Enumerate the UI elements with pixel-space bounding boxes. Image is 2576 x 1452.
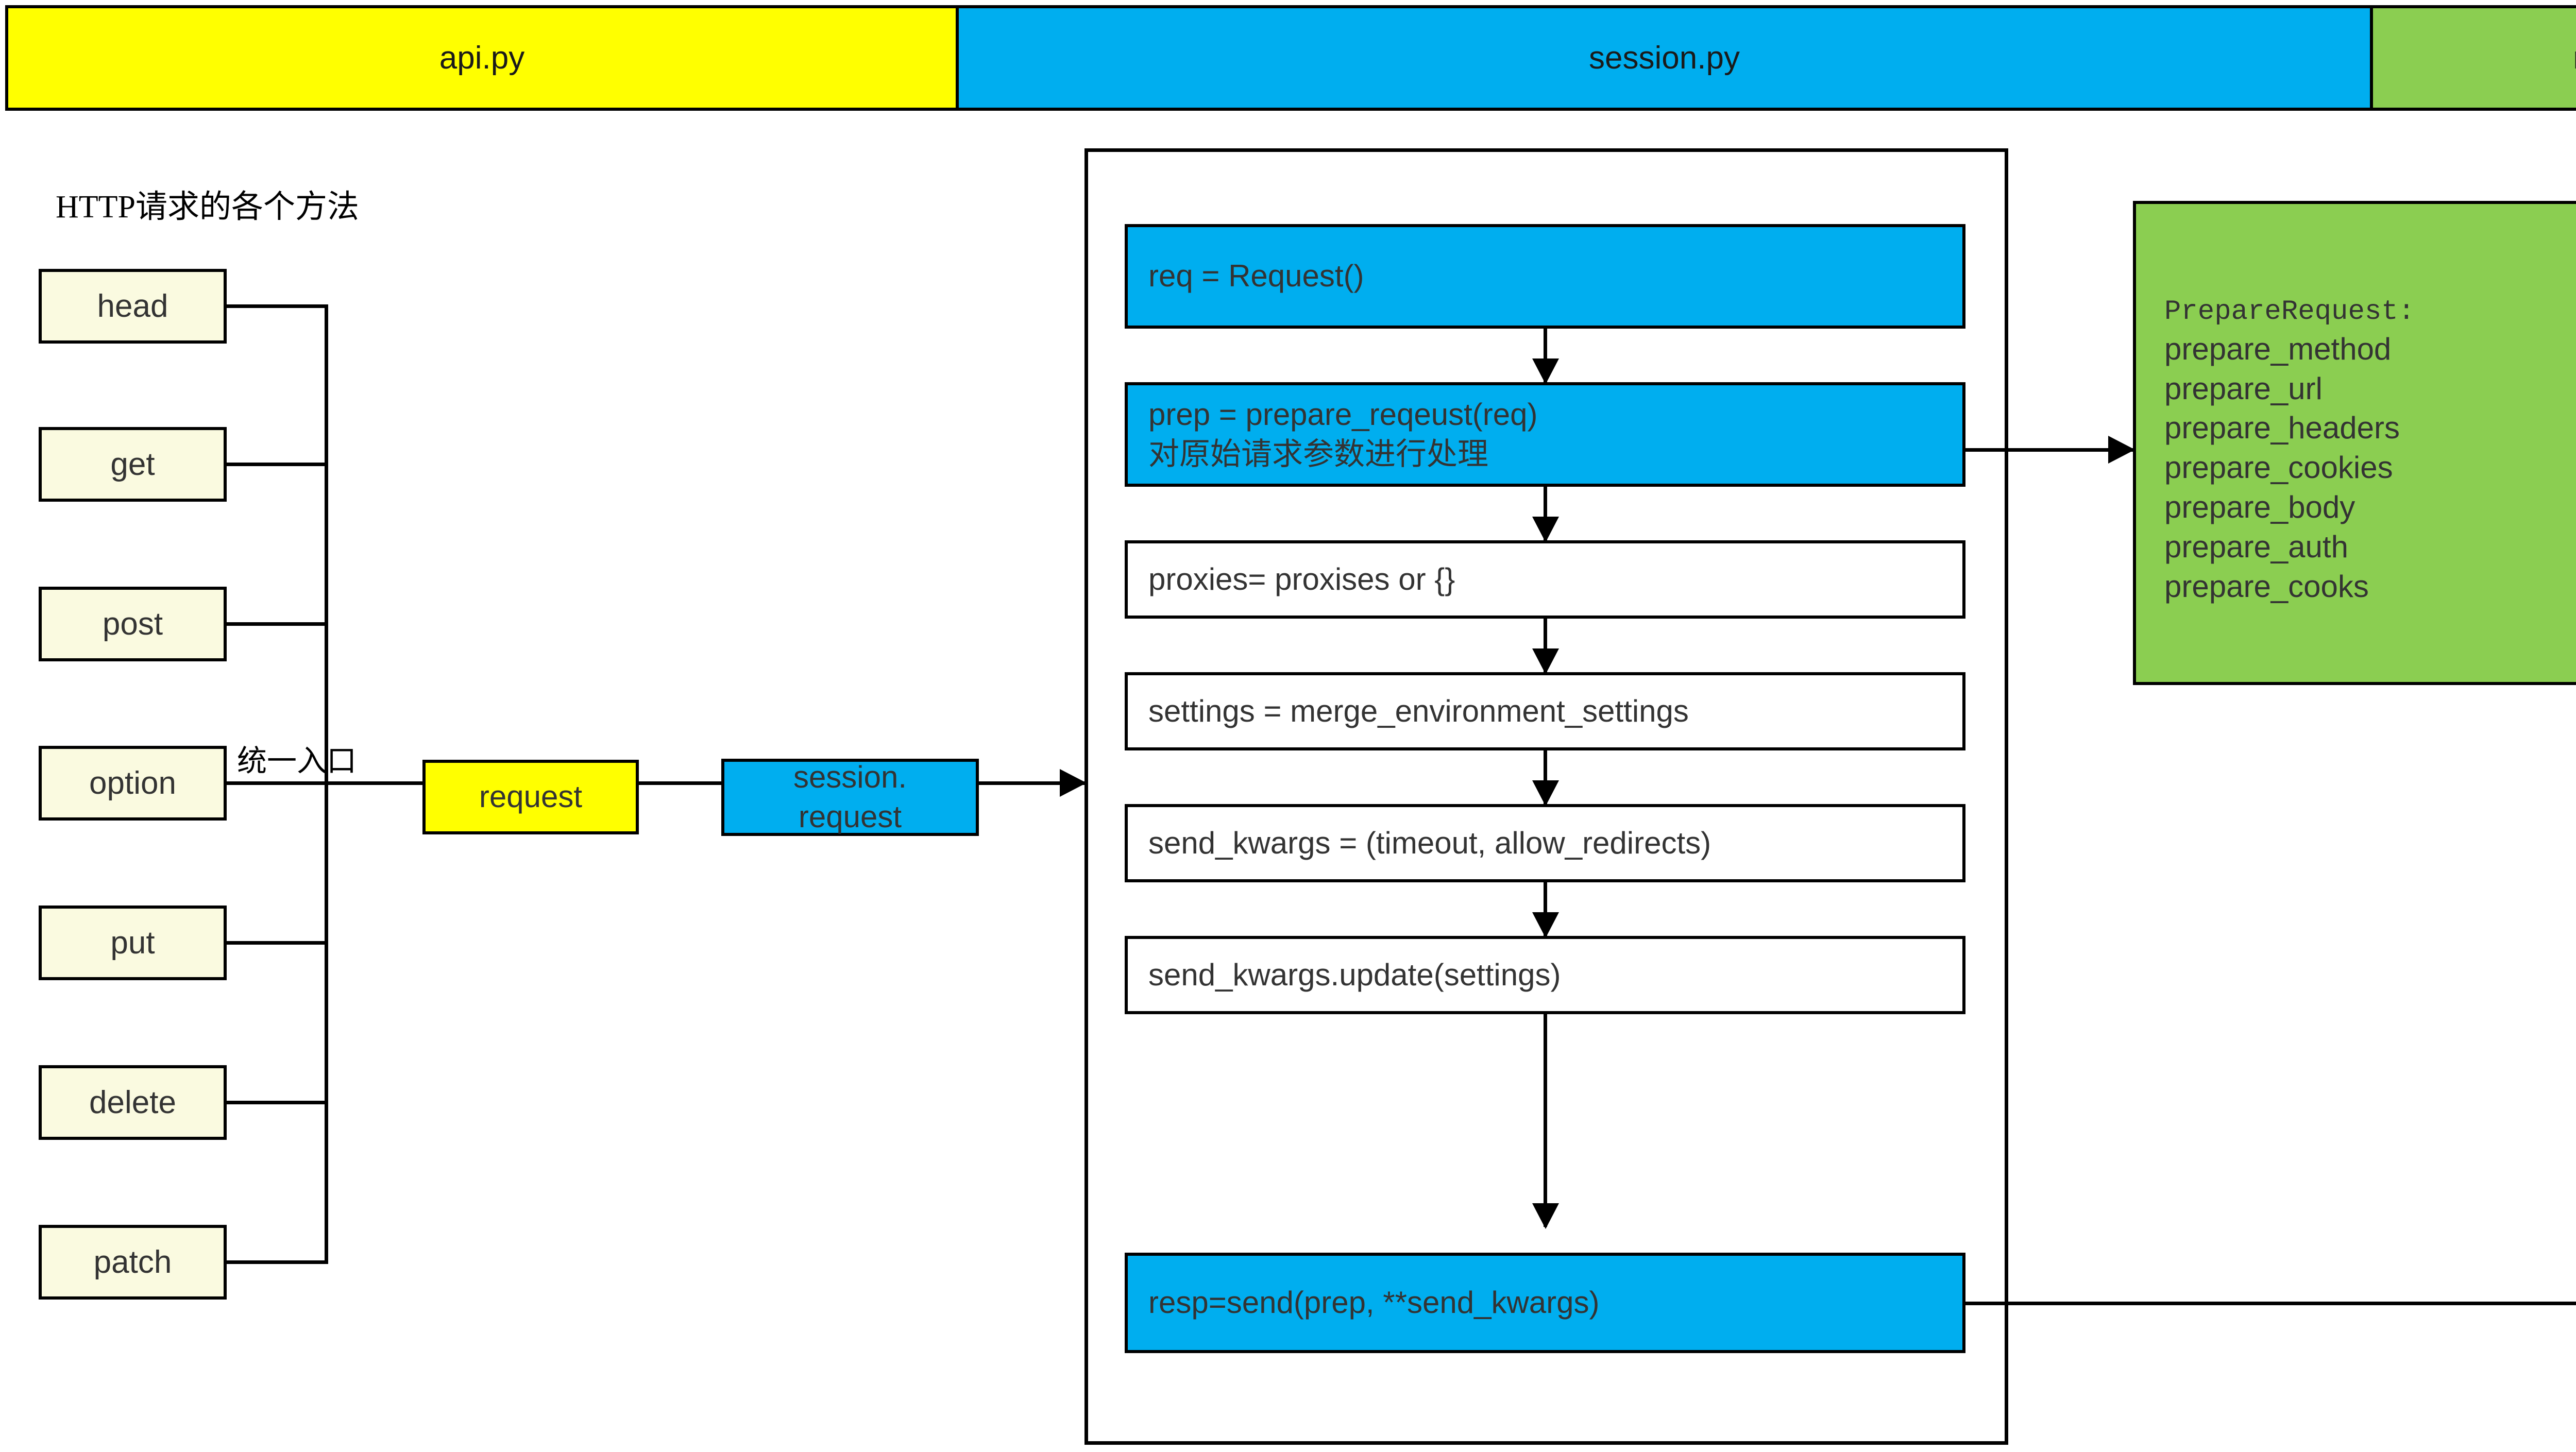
connector-bus-to-request bbox=[325, 781, 424, 785]
module-label-api: api.py bbox=[439, 40, 525, 76]
step-box-update[interactable]: send_kwargs.update(settings) bbox=[1125, 936, 1965, 1014]
connector-request-to-session bbox=[639, 781, 721, 785]
step-label: proxies= proxises or {} bbox=[1148, 561, 1455, 596]
connector-get-stub bbox=[227, 463, 328, 466]
connector-prep-to-models bbox=[1965, 436, 2135, 464]
method-label: get bbox=[110, 446, 155, 482]
session-request-box[interactable]: session. request bbox=[721, 759, 979, 836]
step-box-send[interactable]: resp=send(prep, **send_kwargs) bbox=[1125, 1253, 1965, 1353]
connector-patch-stub bbox=[227, 1260, 328, 1264]
page-title: HTTP请求的各个方法 bbox=[56, 190, 360, 225]
flow-arrow-4 bbox=[1532, 750, 1559, 806]
module-bar: api.py session.py models.py adapters.py bbox=[5, 5, 2576, 111]
method-box-option[interactable]: option bbox=[39, 746, 227, 821]
session-request-line2: request bbox=[798, 799, 902, 834]
connector-option-stub bbox=[227, 781, 328, 785]
method-box-put[interactable]: put bbox=[39, 906, 227, 980]
prepare-method-item: prepare_url bbox=[2164, 371, 2323, 406]
step-label: prep = prepare_reqeust(req) bbox=[1148, 397, 1538, 432]
step-box-settings[interactable]: settings = merge_environment_settings bbox=[1125, 672, 1965, 750]
module-tab-api[interactable]: api.py bbox=[8, 8, 959, 108]
connector-head-stub bbox=[227, 304, 328, 308]
flow-arrow-3 bbox=[1532, 619, 1559, 674]
method-box-head[interactable]: head bbox=[39, 269, 227, 344]
prepare-method-item: prepare_body bbox=[2164, 489, 2355, 524]
method-box-get[interactable]: get bbox=[39, 427, 227, 502]
step-label: resp=send(prep, **send_kwargs) bbox=[1148, 1285, 1600, 1320]
method-box-patch[interactable]: patch bbox=[39, 1225, 227, 1300]
connector-put-stub bbox=[227, 941, 328, 945]
flow-arrow-1 bbox=[1532, 329, 1559, 384]
step-box-proxies[interactable]: proxies= proxises or {} bbox=[1125, 540, 1965, 619]
session-panel bbox=[1084, 148, 2008, 1445]
method-box-delete[interactable]: delete bbox=[39, 1065, 227, 1140]
flow-arrow-5 bbox=[1532, 882, 1559, 938]
prepare-request-title: PrepareRequest: bbox=[2164, 296, 2415, 328]
step-box-send-kwargs[interactable]: send_kwargs = (timeout, allow_redirects) bbox=[1125, 804, 1965, 882]
step-label: settings = merge_environment_settings bbox=[1148, 693, 1689, 728]
method-label: post bbox=[102, 606, 163, 642]
connector-post-stub bbox=[227, 622, 328, 626]
step-box-req[interactable]: req = Request() bbox=[1125, 224, 1965, 329]
connector-delete-stub bbox=[227, 1101, 328, 1104]
method-label: head bbox=[97, 288, 168, 324]
session-request-line1: session. bbox=[793, 760, 907, 795]
method-label: patch bbox=[93, 1244, 172, 1280]
prepare-method-item: prepare_auth bbox=[2164, 529, 2348, 564]
prepare-method-item: prepare_cooks bbox=[2164, 569, 2369, 604]
connector-session-to-panel bbox=[979, 769, 1087, 797]
entry-point-label: 统一入口 bbox=[237, 744, 357, 778]
flow-arrow-6 bbox=[1532, 1014, 1559, 1229]
module-label-models: models.py bbox=[2573, 40, 2576, 76]
module-tab-models[interactable]: models.py bbox=[2373, 8, 2576, 108]
step-box-prep[interactable]: prep = prepare_reqeust(req) 对原始请求参数进行处理 bbox=[1125, 382, 1965, 487]
prepare-method-item: prepare_method bbox=[2164, 331, 2392, 366]
method-label: delete bbox=[89, 1084, 176, 1120]
module-label-session: session.py bbox=[1589, 40, 1740, 76]
step-label: send_kwargs.update(settings) bbox=[1148, 957, 1561, 992]
prepare-method-item: prepare_headers bbox=[2164, 411, 2400, 446]
request-box[interactable]: request bbox=[422, 760, 639, 834]
step-sublabel: 对原始请求参数进行处理 bbox=[1148, 436, 1488, 471]
method-box-post[interactable]: post bbox=[39, 587, 227, 661]
prepare-method-item: prepare_cookies bbox=[2164, 450, 2393, 485]
step-label: req = Request() bbox=[1148, 259, 1364, 294]
step-label: send_kwargs = (timeout, allow_redirects) bbox=[1148, 825, 1711, 860]
request-box-label: request bbox=[479, 779, 583, 814]
flow-arrow-2 bbox=[1532, 487, 1559, 542]
method-label: put bbox=[110, 925, 155, 961]
connector-send-to-adapter bbox=[1965, 1302, 2576, 1305]
prepare-request-box[interactable]: PrepareRequest: prepare_method prepare_u… bbox=[2133, 201, 2576, 685]
module-tab-session[interactable]: session.py bbox=[959, 8, 2373, 108]
method-label: option bbox=[89, 765, 176, 801]
